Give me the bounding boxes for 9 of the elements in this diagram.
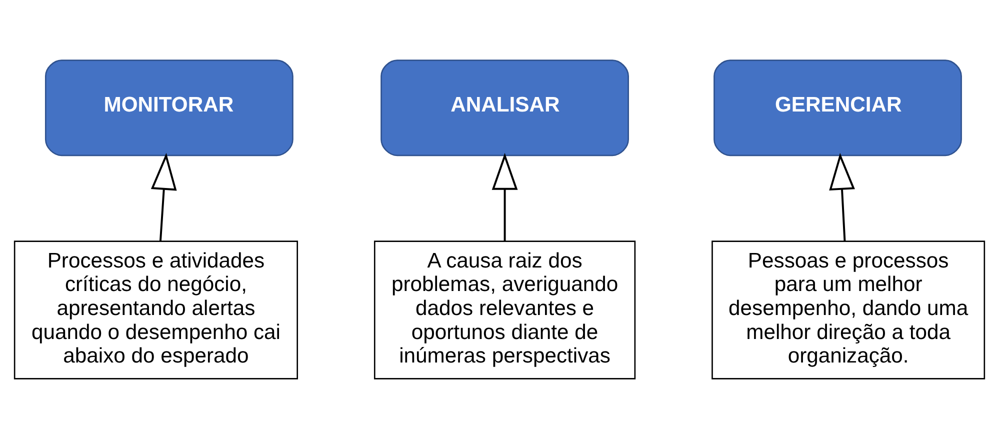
- arrow: [150, 152, 177, 242]
- node-box: A causa raiz dos problemas, averiguando dados relevantes e oportunos diante de inúmeras perspectivas: [374, 240, 636, 380]
- node-box: Processos e atividades críticas do negócio, apresentando alertas quando o desempenho cai abaixo do esperado: [14, 240, 298, 380]
- node-box: ANALISAR: [380, 60, 629, 156]
- node-box: GERENCIAR: [714, 60, 962, 156]
- arrow: [829, 152, 855, 242]
- node-box: Pessoas e processos para um melhor desempenho, dando uma melhor direção a toda organização.: [712, 240, 986, 380]
- arrow: [492, 152, 518, 242]
- node-box: MONITORAR: [44, 60, 294, 156]
